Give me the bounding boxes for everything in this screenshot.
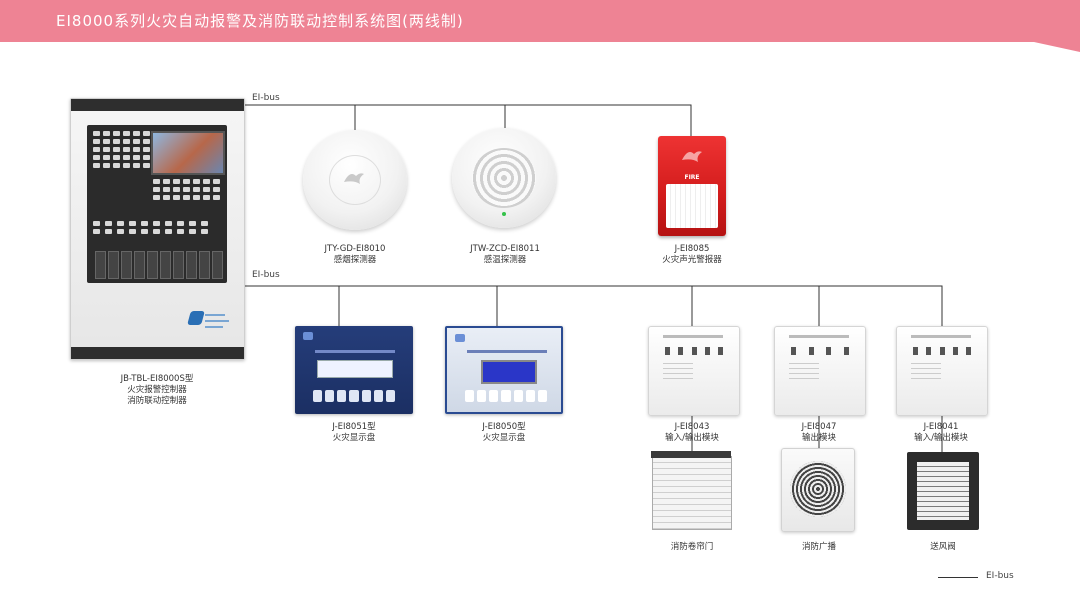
module-3-label: J-EI8041 输入/输出模块 <box>889 422 993 444</box>
rolling-shutter-icon <box>651 451 732 530</box>
bottom-bus-label: EI-bus <box>252 270 280 280</box>
heat-detector-icon <box>452 128 556 228</box>
module-3-model: J-EI8041 <box>923 422 959 432</box>
sounder-label: J-EI8085 火灾声光警报器 <box>640 244 744 266</box>
module-2-name: 输出模块 <box>801 433 836 443</box>
heat-detector-name: 感温探测器 <box>483 255 527 265</box>
display-b-name: 火灾显示盘 <box>482 433 526 443</box>
output-module <box>774 326 866 416</box>
display-a-name: 火灾显示盘 <box>332 433 376 443</box>
fire-alarm-controller <box>70 98 245 360</box>
display-buttons <box>465 390 547 402</box>
smoke-detector-icon <box>303 130 407 230</box>
fire-display-panel-a <box>295 326 413 414</box>
heat-detector-model: JTW-ZCD-EI8011 <box>470 244 540 254</box>
controller-manual-keys <box>93 221 210 234</box>
io-module-2 <box>896 326 988 416</box>
vent-label: 送风阀 <box>930 542 956 552</box>
module-1-name: 输入/输出模块 <box>665 433 719 443</box>
display-a-model: J-EI8051型 <box>332 422 376 432</box>
header-bar: EI8000系列火灾自动报警及消防联动控制系统图(两线制) <box>0 0 1080 42</box>
controller-slots <box>95 251 223 279</box>
brand-mark-icon <box>682 151 702 162</box>
module-2-label: J-EI8047 输出模块 <box>767 422 871 444</box>
legend-line <box>938 577 978 578</box>
top-bus-label: EI-bus <box>252 93 280 103</box>
air-vent-icon <box>907 452 979 530</box>
strobe-lens <box>666 184 718 228</box>
controller-keypad <box>153 179 220 200</box>
heat-detector-label: JTW-ZCD-EI8011 感温探测器 <box>450 244 560 266</box>
speaker-label: 消防广播 <box>801 542 836 552</box>
display-buttons <box>313 390 395 402</box>
sounder-fire-text: FIRE <box>684 174 700 181</box>
display-b-label: J-EI8050型 火灾显示盘 <box>450 422 558 444</box>
page-title: EI8000系列火灾自动报警及消防联动控制系统图(两线制) <box>56 12 464 30</box>
brand-logo-icon <box>187 311 229 337</box>
sounder-model: J-EI8085 <box>674 244 710 254</box>
controller-model: JB-TBL-EI8000S型 <box>120 374 194 384</box>
status-led-icon <box>502 212 506 216</box>
controller-label: JB-TBL-EI8000S型 火灾报警控制器 消防联动控制器 <box>100 374 214 407</box>
controller-name-2: 消防联动控制器 <box>127 396 187 406</box>
controller-name-1: 火灾报警控制器 <box>127 385 187 395</box>
led-readout <box>317 360 393 378</box>
brand-mark-icon <box>344 173 364 184</box>
controller-indicator-keys <box>93 131 150 168</box>
bottom-bus-line <box>243 285 943 326</box>
io-module-1 <box>648 326 740 416</box>
shutter-label: 消防卷帘门 <box>670 542 714 552</box>
display-b-model: J-EI8050型 <box>482 422 526 432</box>
module-2-model: J-EI8047 <box>801 422 837 432</box>
lcd-screen <box>481 360 537 384</box>
module-3-name: 输入/输出模块 <box>914 433 968 443</box>
sounder-strobe-icon: FIRE <box>658 136 726 236</box>
legend-label: EI-bus <box>986 571 1014 581</box>
top-bus-line <box>243 104 692 136</box>
sounder-name: 火灾声光警报器 <box>662 255 722 265</box>
module-1-label: J-EI8043 输入/输出模块 <box>640 422 744 444</box>
controller-screen <box>151 131 225 175</box>
header-corner-tab <box>1034 42 1080 52</box>
fire-display-panel-b <box>445 326 563 414</box>
smoke-detector-label: JTY-GD-EI8010 感烟探测器 <box>301 244 409 266</box>
smoke-detector-name: 感烟探测器 <box>333 255 377 265</box>
brand-logo-icon <box>303 332 313 340</box>
module-1-model: J-EI8043 <box>674 422 710 432</box>
display-a-label: J-EI8051型 火灾显示盘 <box>300 422 408 444</box>
controller-front-panel <box>87 125 227 283</box>
smoke-detector-model: JTY-GD-EI8010 <box>324 244 386 254</box>
brand-logo-icon <box>455 334 465 342</box>
speaker-icon <box>781 448 855 532</box>
